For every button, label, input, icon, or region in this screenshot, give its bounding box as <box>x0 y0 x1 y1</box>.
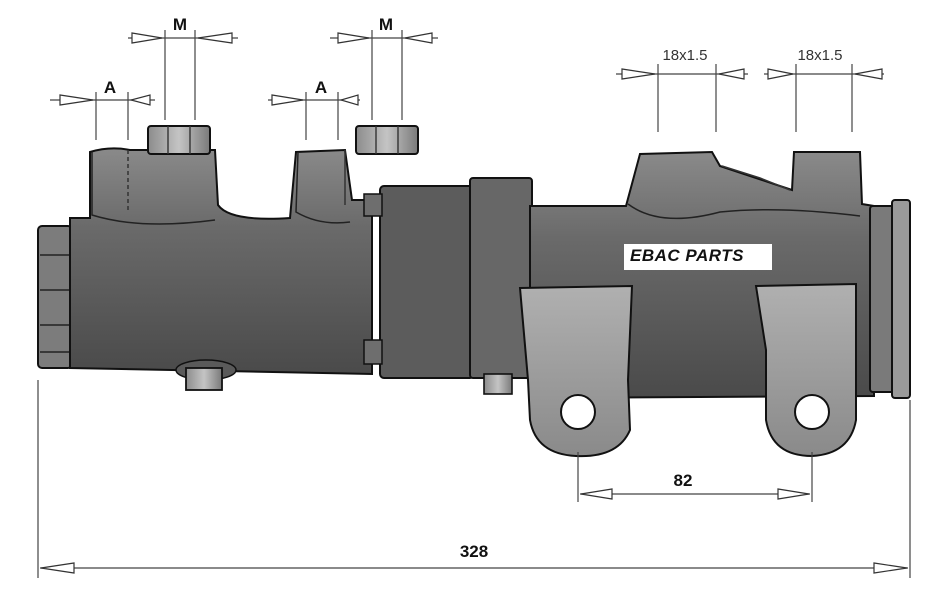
center-flange <box>363 177 533 379</box>
dim-label-m-left: M <box>173 15 187 34</box>
mounting-lug-right <box>754 282 857 458</box>
dimension-arrowheads <box>40 32 908 574</box>
top-nut-left <box>147 125 211 155</box>
left-end-cap <box>37 225 73 369</box>
bottom-bolt-center <box>483 373 513 395</box>
dim-label-overall-length: 328 <box>460 542 488 561</box>
dim-label-a-right: A <box>315 78 327 97</box>
mounting-lug-left <box>518 284 634 458</box>
port-label-right: 18x1.5 <box>797 47 842 64</box>
dim-label-m-right: M <box>379 15 393 34</box>
brand-label-background <box>624 244 772 270</box>
dim-label-mount-spacing: 82 <box>674 471 693 490</box>
cylinder-body-left <box>69 147 373 376</box>
bottom-bolt-left <box>175 359 237 391</box>
right-end-flange <box>869 199 911 399</box>
brand-watermark: EBAC PARTS <box>630 246 744 265</box>
port-label-left: 18x1.5 <box>662 47 707 64</box>
top-nut-right <box>355 125 419 155</box>
dim-label-a-left: A <box>104 78 116 97</box>
